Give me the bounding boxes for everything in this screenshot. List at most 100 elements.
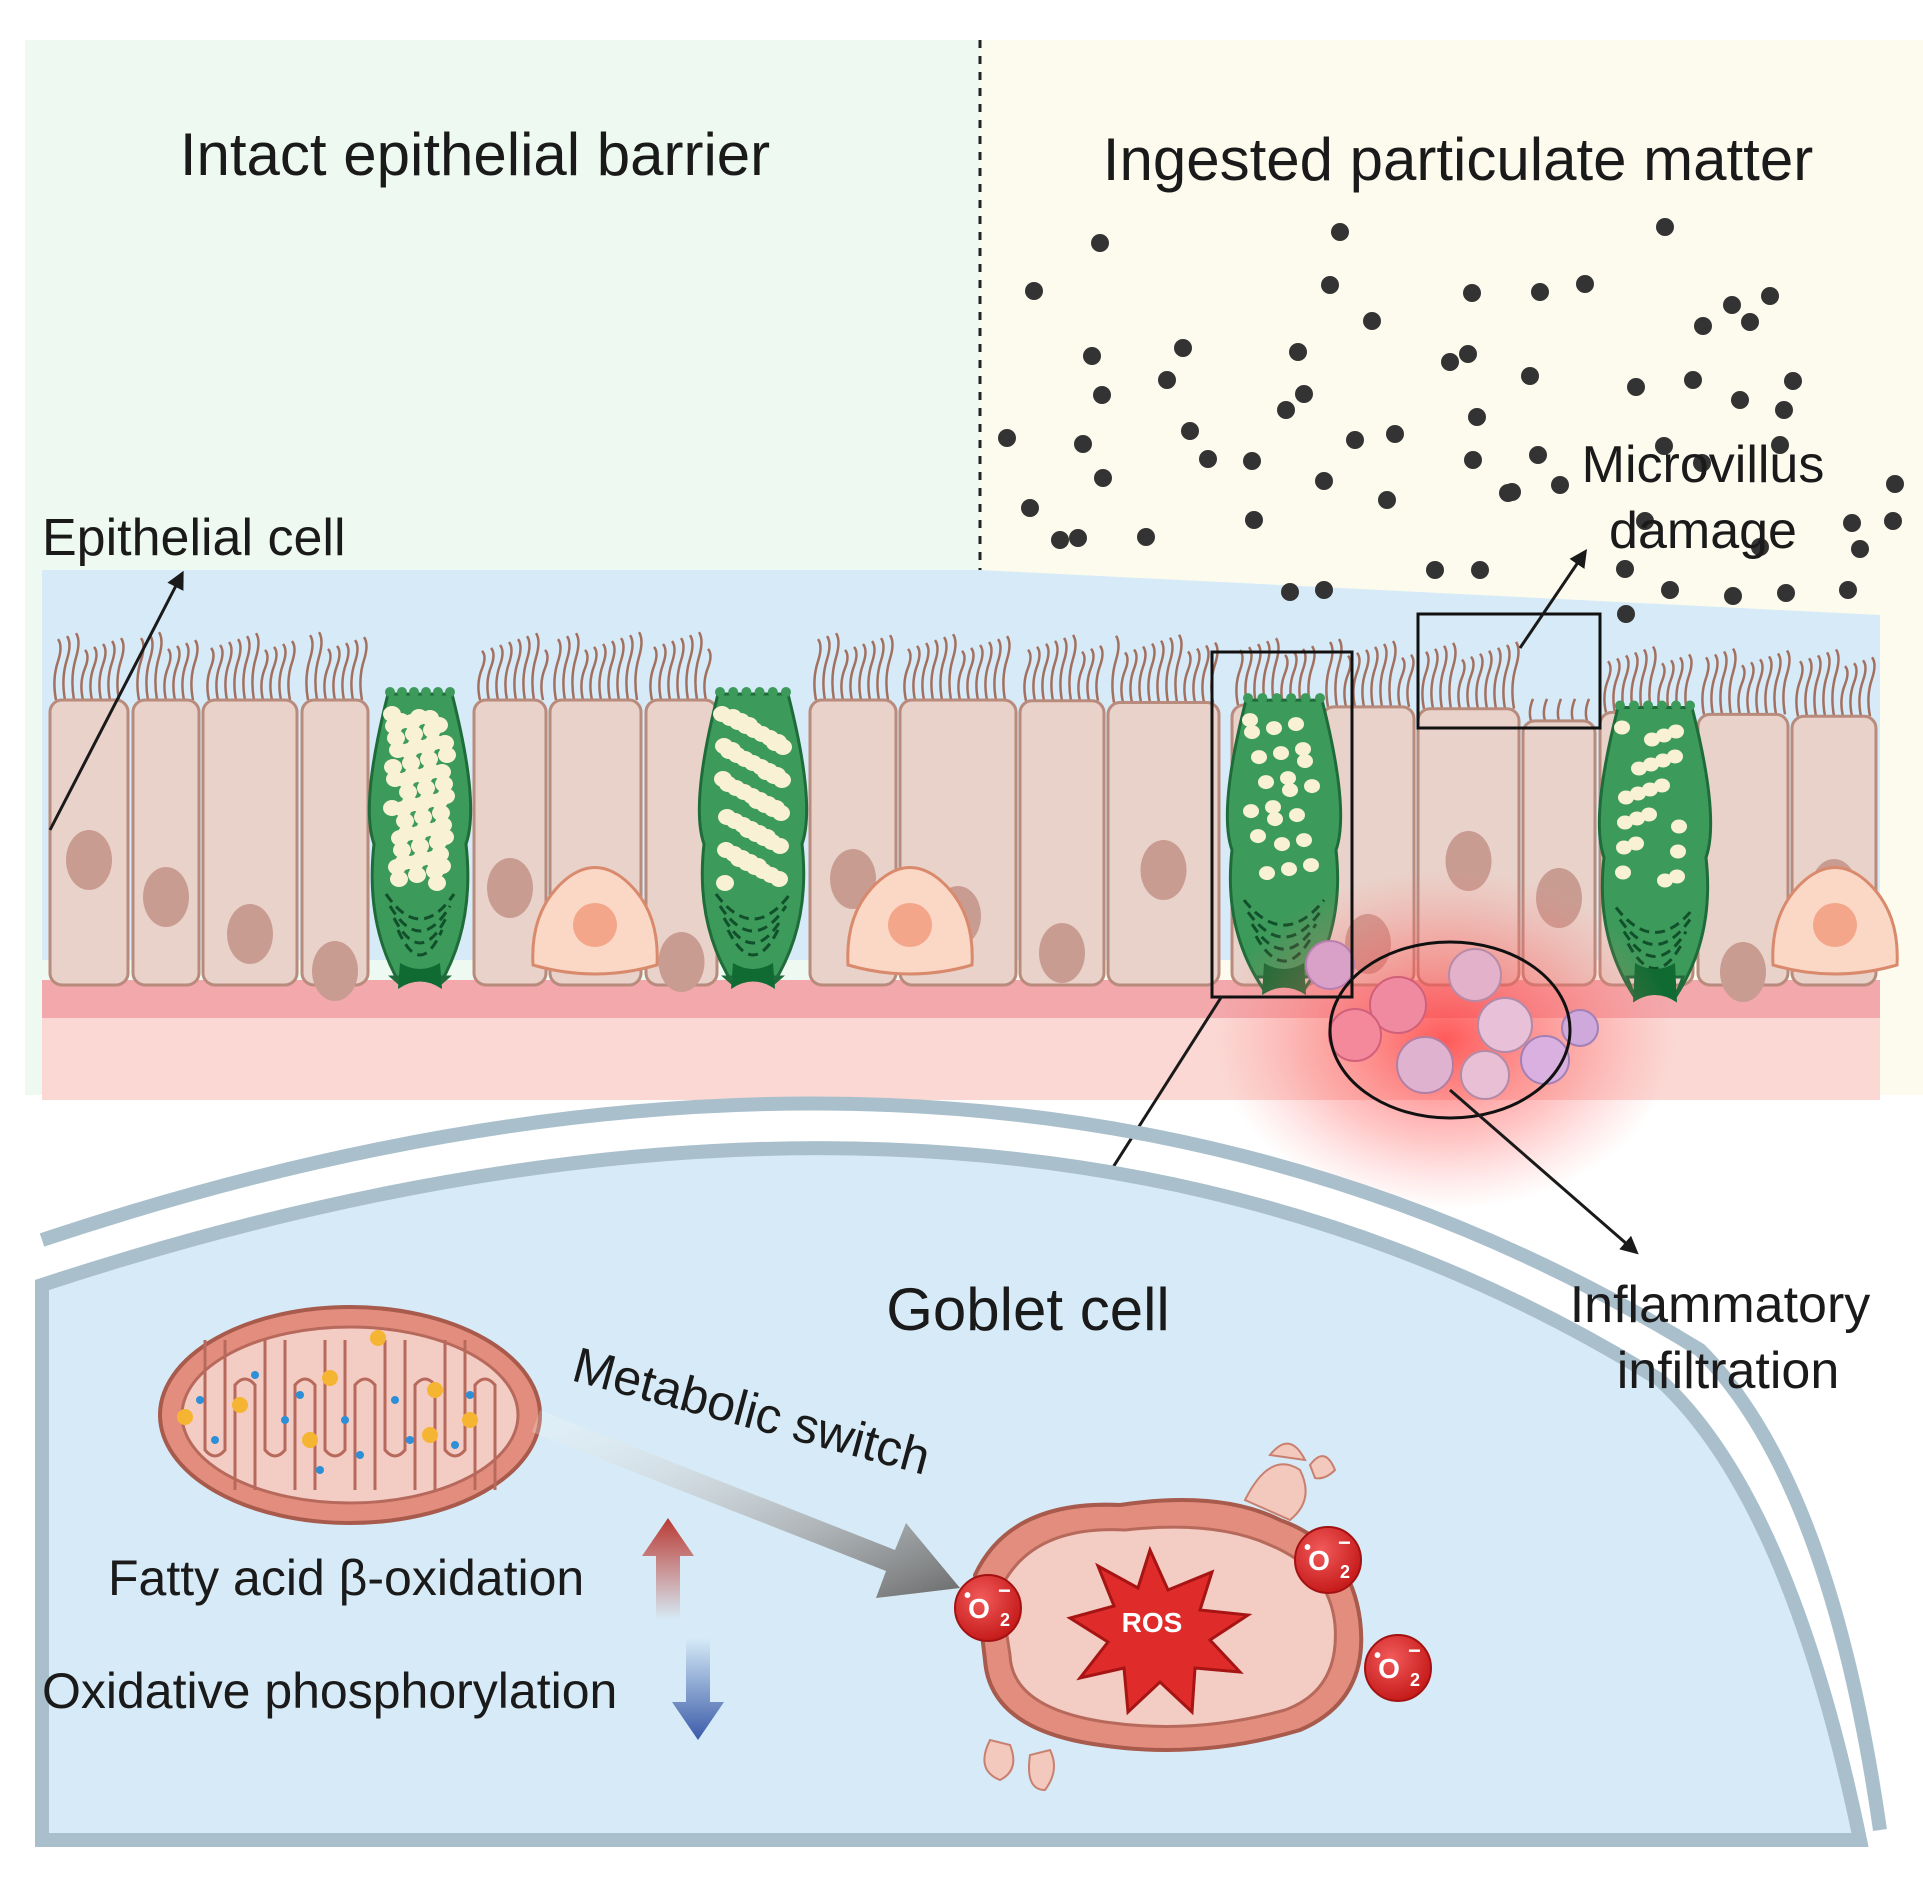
golgi <box>714 893 792 921</box>
cell-body <box>472 698 548 987</box>
microvillus <box>136 637 145 701</box>
superoxide-ball <box>1364 1634 1432 1702</box>
microvillus <box>1511 641 1520 709</box>
mucin-granule <box>1628 836 1644 851</box>
microvillus <box>1719 650 1728 715</box>
particle <box>1158 371 1176 389</box>
microvillus <box>1235 649 1244 706</box>
microvillus <box>1764 655 1773 715</box>
particle <box>1386 425 1404 443</box>
microvillus <box>1484 650 1493 710</box>
particle <box>1655 437 1673 455</box>
mucin-granule <box>1243 804 1259 819</box>
epithelial-cell-layer <box>48 687 1899 1003</box>
microvillus <box>495 644 504 701</box>
lipid-droplet <box>422 1427 438 1443</box>
microvillus <box>840 649 849 701</box>
mucin-granule <box>1258 775 1274 790</box>
crista <box>443 1340 467 1458</box>
cell-nucleus <box>143 867 189 927</box>
goblet-fringe <box>1629 700 1639 711</box>
goblet-fringe <box>728 687 739 697</box>
microvillus-pointer <box>1518 549 1588 649</box>
microvillus <box>1439 645 1448 709</box>
microvillus <box>1406 653 1415 708</box>
immune-cell <box>1477 997 1533 1053</box>
microvillus <box>1867 656 1876 717</box>
mucin-granule <box>1282 783 1298 798</box>
mucin-granule <box>408 867 426 883</box>
mucin-granule <box>1267 812 1283 827</box>
mucin-granule <box>431 846 449 862</box>
mucin-granule <box>389 742 407 758</box>
superoxide-subscript: 2 <box>1000 1610 1010 1630</box>
microvillus <box>948 633 957 701</box>
particle <box>1761 287 1779 305</box>
metabolic-switch-arrow <box>532 1410 960 1598</box>
orange-cell <box>531 866 659 976</box>
particle <box>1724 587 1742 605</box>
mucin-granule <box>437 788 455 804</box>
mucin-granule <box>1656 728 1672 743</box>
matrix-dot <box>466 1391 474 1399</box>
microvillus <box>323 648 332 701</box>
mucin-granule <box>433 858 451 874</box>
microvillus <box>163 648 172 701</box>
mucin-granule <box>1668 724 1684 739</box>
mucin-granule <box>714 771 732 787</box>
cell-nucleus <box>1140 840 1187 900</box>
mito-fragment <box>1028 1748 1055 1792</box>
matrix-dot <box>451 1441 459 1449</box>
superoxide-ball <box>1294 1526 1362 1594</box>
golgi <box>722 917 784 945</box>
microvillus <box>1475 652 1484 710</box>
goblet-fringe <box>1657 700 1667 711</box>
particle <box>1777 584 1795 602</box>
microvillus <box>1201 644 1210 703</box>
mucin-granule <box>749 858 767 874</box>
microvillus <box>849 646 858 701</box>
lipid-droplet <box>370 1330 386 1346</box>
particle <box>1694 317 1712 335</box>
microvillus <box>1174 634 1183 703</box>
microvillus <box>278 643 287 701</box>
goblet-fringe <box>409 687 419 697</box>
microvillus <box>1630 651 1639 713</box>
goblet-nucleus <box>731 963 775 989</box>
microvillus <box>616 637 625 701</box>
epithelial-cell <box>300 698 370 1001</box>
microvillus <box>1684 653 1693 713</box>
particle <box>1529 446 1547 464</box>
fatty-acid-up-arrow <box>642 1518 694 1620</box>
particle <box>1174 339 1192 357</box>
epithelial-cell <box>201 698 299 987</box>
inflammatory-label-line2: infiltration <box>1617 1342 1840 1400</box>
particle <box>1741 313 1759 331</box>
mucin-granule <box>1303 858 1319 873</box>
fatty-acid-label: Fatty acid β-oxidation <box>108 1550 584 1606</box>
mito-fragment <box>983 1738 1015 1782</box>
microvillus-damaged <box>1556 698 1563 722</box>
mucin-granule <box>1631 761 1647 776</box>
microvillus-damaged <box>1570 698 1577 722</box>
particle <box>1331 223 1349 241</box>
microvillus <box>984 641 993 701</box>
mucin-granule <box>1273 746 1289 761</box>
matrix-dot <box>211 1436 219 1444</box>
mucin-granule <box>1288 717 1304 732</box>
goblet-cell <box>367 687 473 989</box>
mucin-granule <box>383 800 401 816</box>
goblet-cell-membrane-outer <box>39 1096 1887 1831</box>
microvillus <box>1271 637 1280 706</box>
particle <box>1289 343 1307 361</box>
microvillus <box>831 632 840 701</box>
orange-cell <box>1771 866 1899 976</box>
microvillus <box>1831 648 1840 717</box>
mucin-granule <box>1671 819 1687 834</box>
microvillus <box>359 636 368 701</box>
particle <box>1021 499 1039 517</box>
mucin-granule <box>758 829 776 845</box>
immune-cell <box>1448 948 1502 1002</box>
mucin-granule <box>410 709 428 725</box>
